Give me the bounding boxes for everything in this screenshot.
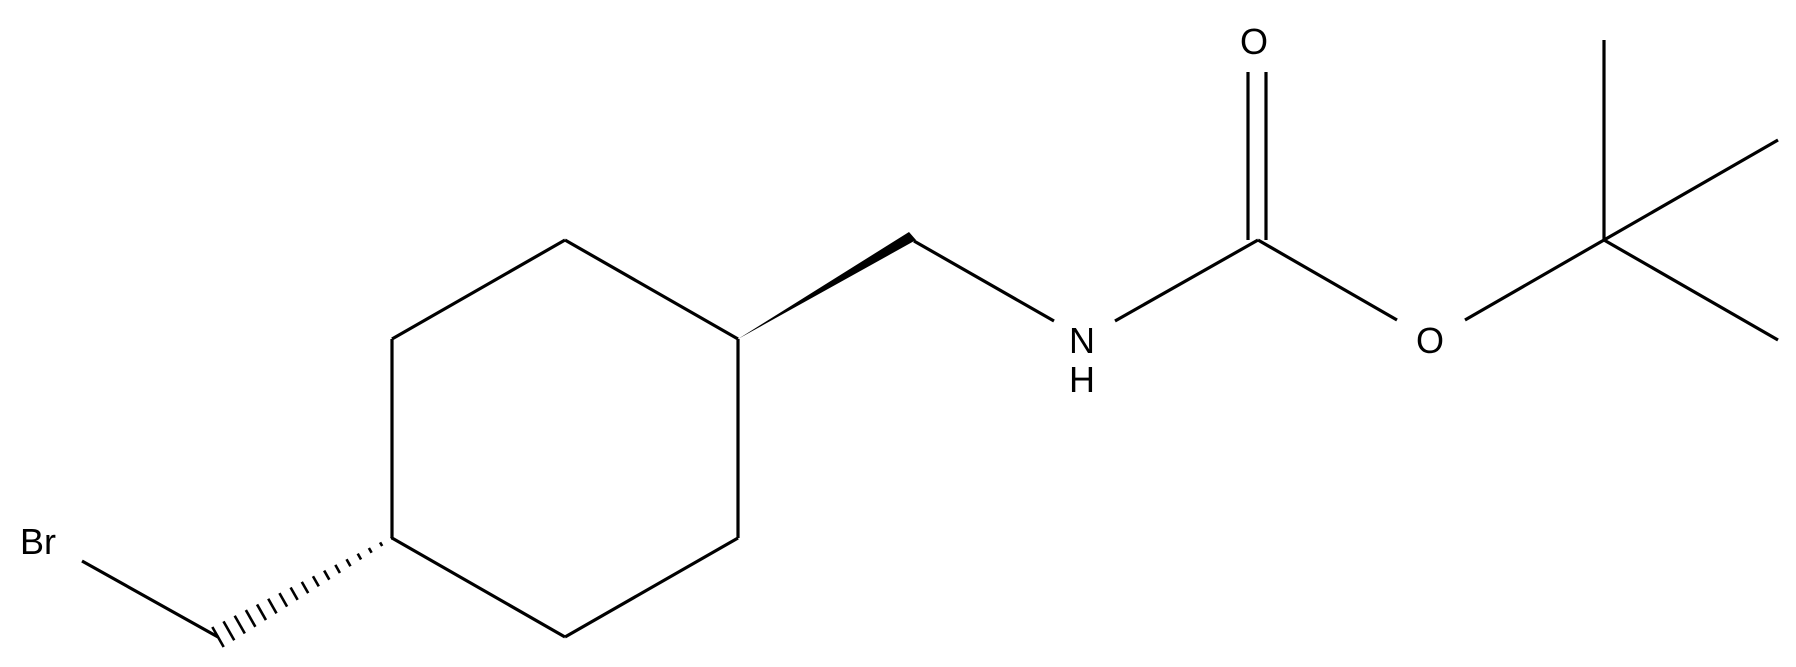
hash-bond-stroke xyxy=(367,547,373,554)
wedge-bond xyxy=(738,232,916,339)
ring-bond xyxy=(564,536,739,639)
hash-bond-stroke xyxy=(334,564,342,574)
ester-oxygen-label: O xyxy=(1416,320,1444,361)
hash-bond-stroke xyxy=(233,615,246,635)
hash-bond xyxy=(211,536,394,648)
hash-bond-stroke xyxy=(378,541,384,547)
bond-n-carbonyl xyxy=(1114,238,1259,323)
tbu-methyl-bond xyxy=(1603,238,1779,342)
hash-bond-stroke xyxy=(289,586,299,601)
bond-ch2-br xyxy=(81,559,219,639)
hash-bond-stroke xyxy=(222,620,236,641)
hash-bond-stroke xyxy=(356,552,363,561)
ring-bond xyxy=(564,238,739,341)
bond-ester-o-tbu xyxy=(1464,238,1605,322)
ring-bond xyxy=(391,238,566,341)
hash-bond-stroke xyxy=(278,592,289,608)
cyclohexane-ring xyxy=(390,238,740,639)
carbonyl-oxygen-label: O xyxy=(1240,21,1268,62)
hash-bond-stroke xyxy=(345,558,352,567)
hash-bond-stroke xyxy=(244,609,257,628)
hash-bond-stroke xyxy=(390,536,394,540)
bond-ch2-n xyxy=(913,239,1055,323)
hash-bond-stroke xyxy=(255,603,268,621)
hash-bond-stroke xyxy=(323,569,331,581)
hash-bond-stroke xyxy=(311,575,320,588)
bond-carbonyl-ester-o xyxy=(1257,238,1398,322)
bromine-label: Br xyxy=(20,521,56,562)
hash-bond-stroke xyxy=(300,581,310,594)
nitrogen-hydrogen-label: H xyxy=(1069,359,1095,400)
hash-bond-stroke xyxy=(267,598,278,614)
nitrogen-label: N xyxy=(1069,320,1095,361)
tbu-methyl-bond xyxy=(1603,138,1779,242)
ring-bond xyxy=(391,536,566,639)
